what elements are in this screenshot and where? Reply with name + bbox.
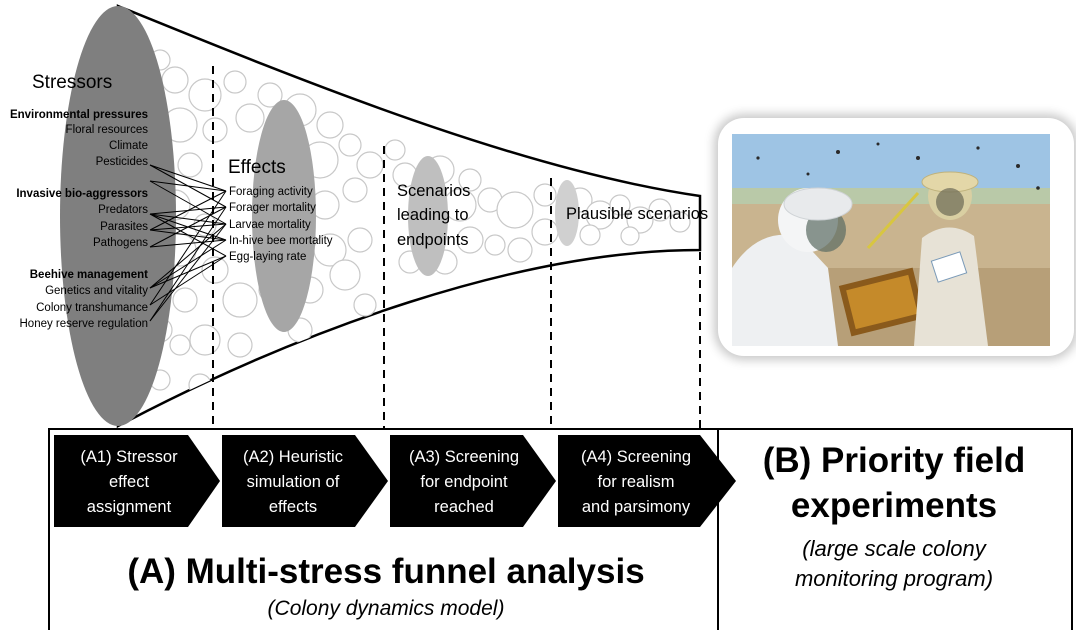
bubble xyxy=(456,226,484,254)
bubble xyxy=(585,200,615,230)
panel-b-title: (B) Priority field xyxy=(763,441,1026,480)
panel-a-subtitle: (Colony dynamics model) xyxy=(268,597,505,620)
bubble xyxy=(496,191,534,229)
step-arrow-a1: (A1) Stressor effect assignment xyxy=(54,435,220,527)
scenarios-line: endpoints xyxy=(397,231,469,249)
bubble xyxy=(626,206,654,234)
plausible-ellipse xyxy=(555,180,579,246)
effect-item: Forager mortality xyxy=(229,202,316,214)
stressor-group-heading: Environmental pressures xyxy=(10,109,148,121)
bubble xyxy=(347,227,373,253)
bubble xyxy=(533,183,557,207)
bubble xyxy=(189,324,221,356)
step-arrows: (A1) Stressor effect assignment (A2) Heu… xyxy=(54,435,736,527)
link-line xyxy=(149,164,227,192)
bubble xyxy=(172,287,198,313)
panel-b-subtitle: monitoring program) xyxy=(795,566,993,591)
step-label: (A1) Stressor xyxy=(80,448,178,466)
bubble xyxy=(648,198,672,222)
stressor-group-heading: Invasive bio-aggressors xyxy=(16,188,148,200)
step-arrow-a3: (A3) Screening for endpoint reached xyxy=(390,435,556,527)
bubble xyxy=(669,211,691,233)
beekeepers-illustration xyxy=(732,134,1050,346)
step-label: assignment xyxy=(87,498,172,516)
step-label: effects xyxy=(269,498,317,516)
stressors-ellipse xyxy=(60,6,176,426)
effects-list: Foraging activity Forager mortality Larv… xyxy=(229,186,333,263)
plausible-label: Plausible scenarios xyxy=(566,205,708,223)
bubble xyxy=(353,293,377,317)
effects-title: Effects xyxy=(228,157,286,178)
bubble xyxy=(257,82,283,108)
bubble xyxy=(169,334,191,356)
stressor-item: Honey reserve regulation xyxy=(20,318,149,330)
step-label: effect xyxy=(109,473,149,491)
bubble xyxy=(531,218,559,246)
scenarios-line: leading to xyxy=(397,206,469,224)
step-label: for endpoint xyxy=(420,473,508,491)
stressor-group-heading: Beehive management xyxy=(30,269,148,281)
panel-b-subtitle: (large scale colony xyxy=(802,536,987,561)
step-label: for realism xyxy=(597,473,674,491)
bubble xyxy=(338,133,362,157)
bubble xyxy=(223,70,247,94)
stressor-item: Genetics and vitality xyxy=(45,285,148,297)
bubble xyxy=(222,282,258,318)
panel-a-title: (A) Multi-stress funnel analysis xyxy=(127,552,644,591)
effect-item: Larvae mortality xyxy=(229,219,311,231)
bubble xyxy=(202,117,228,143)
bubble xyxy=(177,152,203,178)
bubble xyxy=(579,224,601,246)
bubble xyxy=(458,168,482,192)
effects-ellipse xyxy=(252,100,316,332)
step-arrow-a2: (A2) Heuristic simulation of effects xyxy=(222,435,388,527)
stressor-item: Floral resources xyxy=(66,124,149,136)
bubble xyxy=(161,66,189,94)
bubble xyxy=(342,177,368,203)
beekeepers-photo xyxy=(718,118,1074,356)
step-label: (A3) Screening xyxy=(409,448,519,466)
step-label: (A2) Heuristic xyxy=(243,448,343,466)
bubble xyxy=(484,234,506,256)
step-arrow-a4: (A4) Screening for realism and parsimony xyxy=(558,435,736,527)
bubble xyxy=(227,332,253,358)
bubble xyxy=(329,259,361,291)
effect-item: Foraging activity xyxy=(229,186,313,198)
bubble xyxy=(620,226,640,246)
step-label: and parsimony xyxy=(582,498,691,516)
step-label: reached xyxy=(434,498,494,516)
stressors-title: Stressors xyxy=(32,72,112,93)
stressor-list: Environmental pressures Floral resources… xyxy=(10,109,148,330)
bubble xyxy=(316,111,344,139)
stressor-item: Parasites xyxy=(100,221,148,233)
bubble xyxy=(188,373,212,397)
bubble xyxy=(188,78,222,112)
scenarios-label: Scenarios leading to endpoints xyxy=(397,182,470,249)
step-label: (A4) Screening xyxy=(581,448,691,466)
bubble xyxy=(235,103,265,133)
stressor-item: Colony transhumance xyxy=(36,302,148,314)
bubble xyxy=(356,151,384,179)
stressor-item: Pesticides xyxy=(96,156,149,168)
link-line xyxy=(149,180,227,225)
scenarios-ellipse xyxy=(408,156,448,276)
bubble xyxy=(507,237,533,263)
stressor-item: Predators xyxy=(98,204,148,216)
effect-item: Egg-laying rate xyxy=(229,251,306,263)
bubble xyxy=(609,194,631,216)
link-line xyxy=(149,180,227,192)
effect-item: In-hive bee mortality xyxy=(229,235,333,247)
panel-b-title: experiments xyxy=(791,486,997,525)
stage-separators xyxy=(212,66,701,455)
step-label: simulation of xyxy=(247,473,340,491)
stressor-item: Pathogens xyxy=(93,237,148,249)
scenarios-line: Scenarios xyxy=(397,182,470,200)
stressor-item: Climate xyxy=(109,140,148,152)
bubble xyxy=(384,139,406,161)
